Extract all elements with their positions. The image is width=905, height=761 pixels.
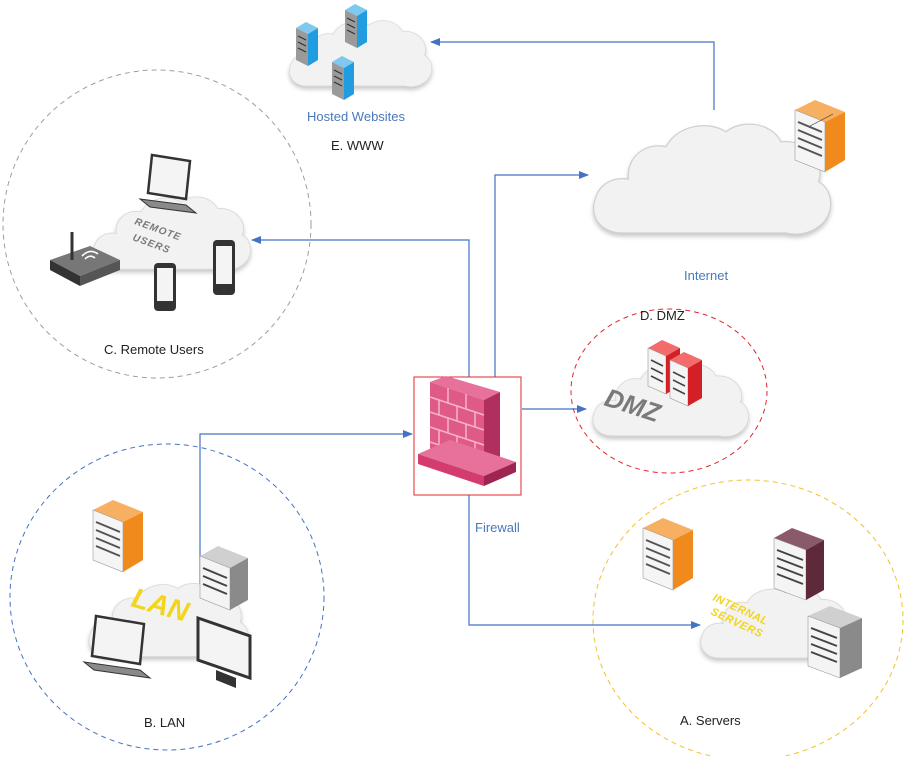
dmz-region (570, 308, 768, 474)
server-icon (199, 546, 248, 611)
servers-title: A. Servers (680, 713, 741, 728)
dmz-server-icon (647, 340, 702, 407)
servers-region (592, 479, 904, 761)
connector-internet-www (430, 38, 715, 110)
router-icon (50, 232, 120, 286)
server-icon (773, 528, 824, 601)
www-title: E. WWW (331, 138, 384, 153)
monitor-icon (196, 615, 252, 688)
phone-icon (154, 263, 176, 311)
footprint-scanner-icon (92, 500, 143, 573)
connectors (199, 38, 715, 629)
footprint-scanner-icon (642, 518, 693, 591)
www-caption: Hosted Websites (307, 109, 406, 124)
remote-users-region (2, 69, 312, 379)
connector-firewall-internet (494, 171, 589, 378)
connector-firewall-remote (251, 236, 470, 378)
laptop-icon (138, 153, 198, 214)
remote-users-title: C. Remote Users (104, 342, 204, 357)
laptop-icon (82, 614, 152, 679)
phone-icon (213, 240, 235, 295)
lan-region (9, 443, 325, 751)
firewall-icon (418, 376, 516, 486)
connector-firewall-servers (468, 495, 701, 629)
server-icon (807, 606, 862, 679)
www-server-icon (296, 4, 367, 100)
lan-title: B. LAN (144, 715, 186, 730)
footprint-scanner-icon (794, 100, 845, 173)
firewall-label: Firewall (475, 520, 520, 535)
internet-label: Internet (684, 268, 729, 283)
dmz-title: D. DMZ (640, 308, 685, 323)
connector-lan-firewall (199, 430, 413, 600)
